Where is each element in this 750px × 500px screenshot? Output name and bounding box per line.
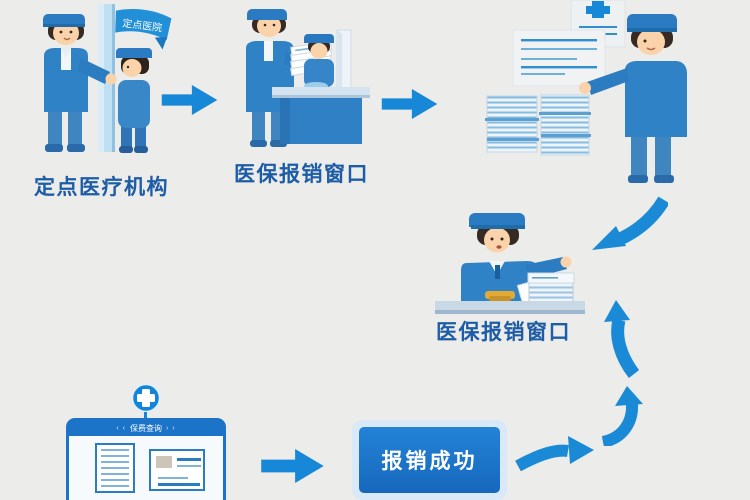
browser-window: ‹ ‹ 保费查询 › › (66, 418, 226, 500)
arrow-right-icon (161, 84, 218, 116)
stamp-pad-icon (485, 291, 515, 301)
window-partition-icon (336, 29, 352, 89)
claim-form-icon (512, 29, 606, 87)
arrow-right-icon (261, 449, 324, 483)
clerk-icon (304, 34, 334, 90)
documents-scene-illustration (485, 0, 687, 183)
curved-arrow-right-icon (515, 436, 594, 472)
text-line (177, 465, 201, 467)
text-lines (101, 449, 129, 487)
desk-icon (435, 301, 585, 314)
medical-cross-icon (130, 382, 162, 414)
hospital-banner: 定点医院 (115, 9, 172, 50)
titlebar-decoration: ‹ ‹ (116, 425, 126, 432)
paper-stack-icon (539, 94, 591, 156)
curved-arrow-down-left-icon (592, 196, 668, 250)
medical-cross-icon (586, 1, 610, 18)
institution-label: 定点医疗机构 (34, 176, 169, 199)
desk-scene-illustration (435, 213, 585, 314)
arrow-right-icon (381, 88, 438, 120)
curved-arrow-up-icon (604, 300, 640, 378)
browser-content (69, 436, 223, 496)
text-line (158, 483, 200, 486)
connector-line (144, 412, 147, 420)
counter-icon (272, 87, 370, 144)
text-line (158, 477, 188, 479)
insurance-officer-icon (461, 213, 572, 303)
titlebar-decoration: › › (166, 425, 176, 432)
doctor-icon (43, 14, 117, 152)
image-placeholder (156, 456, 172, 468)
document-preview-icon (95, 443, 135, 493)
window1-label: 医保报销窗口 (234, 163, 369, 186)
window2-label: 医保报销窗口 (436, 321, 571, 344)
patient-icon (116, 48, 152, 153)
hospital-scene-illustration: 定点医院 (43, 4, 172, 153)
text-line (177, 458, 201, 461)
paper-stack-icon (485, 95, 539, 153)
patient-pointing-icon (579, 14, 687, 183)
curved-arrow-up-icon (601, 386, 643, 446)
browser-title: 保费查询 (130, 424, 162, 433)
card-preview-icon (149, 449, 205, 491)
success-badge-inner: 报销成功 (359, 427, 500, 493)
success-badge: 报销成功 (352, 420, 507, 500)
browser-titlebar: ‹ ‹ 保费查询 › › (69, 421, 223, 436)
counter-scene-illustration (246, 9, 370, 147)
